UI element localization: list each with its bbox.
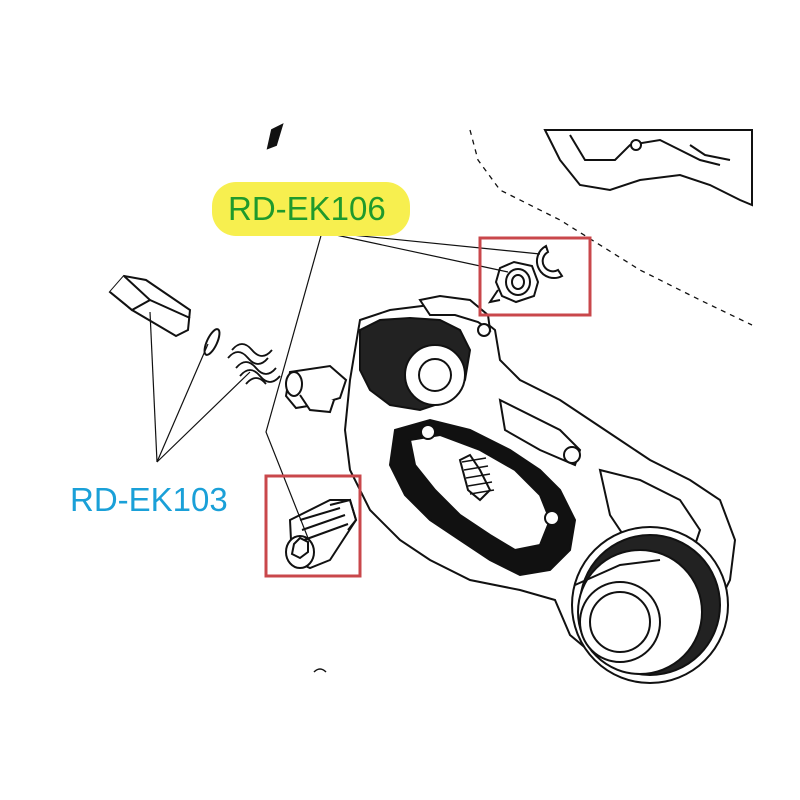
- derailleur-body: [343, 294, 737, 684]
- cable-stop: [284, 364, 348, 414]
- callout-box-upper: [478, 236, 592, 317]
- spring: [227, 343, 281, 385]
- bottom-mark: [313, 668, 327, 673]
- part-label-rd-ek106: RD-EK106: [228, 190, 386, 227]
- part-label-rd-ek103: RD-EK103: [70, 481, 228, 518]
- bolt: [108, 274, 192, 338]
- o-ring: [203, 328, 221, 356]
- c-clip: [536, 244, 564, 279]
- frame-outline-dashed: [469, 129, 753, 326]
- frame-bracket: [266, 123, 753, 207]
- adjuster-cylinder: [285, 498, 358, 570]
- callout-box-lower: [264, 474, 362, 578]
- adjuster-cap: [487, 260, 540, 304]
- label-highlight: [212, 182, 410, 236]
- leader-lines-rd-ek103: [149, 311, 251, 463]
